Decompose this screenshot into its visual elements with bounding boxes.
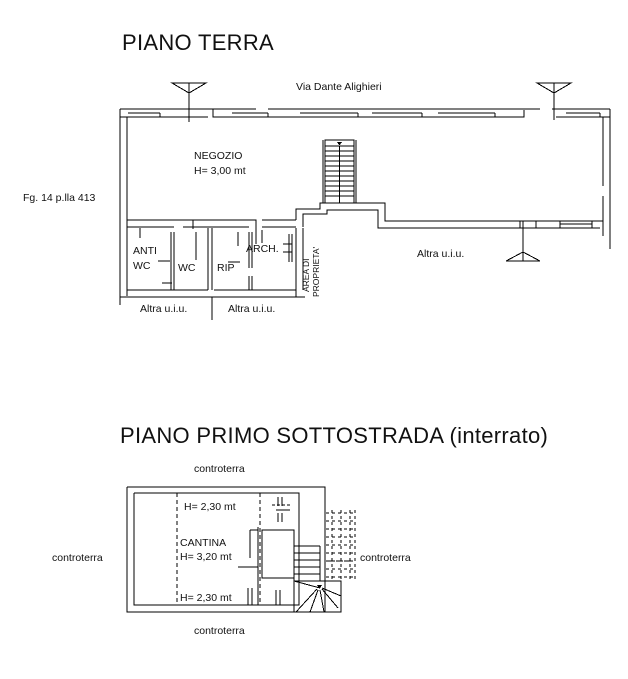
room-label-rip: RIP	[217, 262, 235, 274]
room-label-wc: WC	[178, 262, 196, 274]
room-label-arch: ARCH.	[246, 243, 279, 255]
surrounding-label-left: controterra	[52, 552, 103, 564]
surrounding-label-top: controterra	[194, 463, 245, 475]
neighbour-unit-label-left: Altra u.i.u.	[140, 303, 188, 315]
room-height-negozio: H= 3,00 mt	[194, 165, 246, 177]
page-title-basement-floor: PIANO PRIMO SOTTOSTRADA (interrato)	[120, 423, 549, 448]
neighbour-unit-label-right: Altra u.i.u.	[417, 248, 465, 260]
street-name-label: Via Dante Alighieri	[296, 81, 382, 93]
area-property-label-line2: PROPRIETA'	[311, 246, 321, 297]
page-title-ground-floor: PIANO TERRA	[122, 30, 275, 55]
room-height-cantina: H= 3,20 mt	[180, 551, 232, 563]
surrounding-label-bottom: controterra	[194, 625, 245, 637]
room-label-cantina: CANTINA	[180, 537, 227, 549]
surrounding-label-right: controterra	[360, 552, 411, 564]
neighbour-unit-label-middle: Altra u.i.u.	[228, 303, 276, 315]
room-label-anti: ANTI	[133, 245, 157, 257]
basement-height-bottom: H= 2,30 mt	[180, 592, 232, 604]
basement-height-top: H= 2,30 mt	[184, 501, 236, 513]
room-label-anti-wc: WC	[133, 260, 151, 272]
cadastral-reference-label: Fg. 14 p.lla 413	[23, 192, 96, 204]
room-label-negozio: NEGOZIO	[194, 150, 243, 162]
